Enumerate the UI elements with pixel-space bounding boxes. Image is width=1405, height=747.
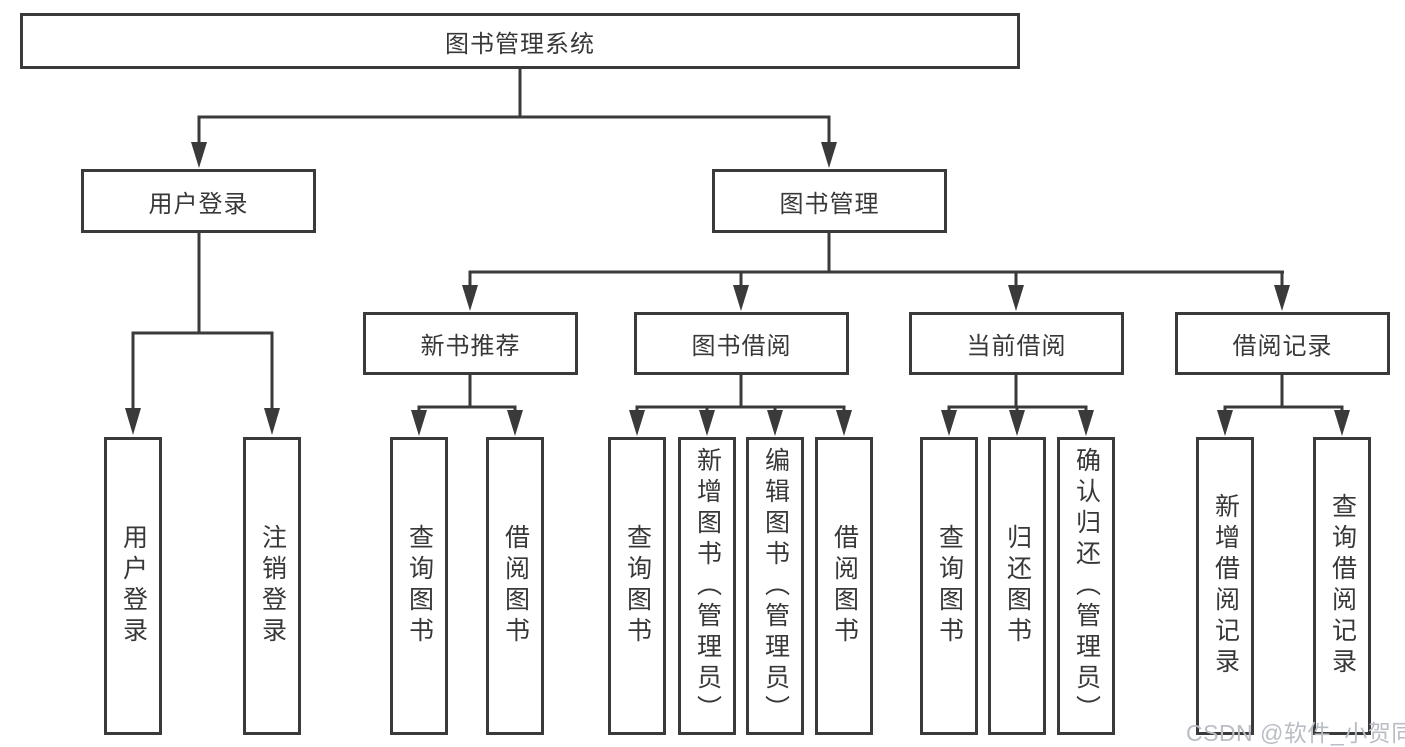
leaf-query-books-borrow: 查询图书: [608, 437, 666, 735]
leaf-label: 归还图书: [1003, 524, 1032, 648]
connector-root: [197, 69, 831, 144]
leaf-label: 确认归还（管理员）: [1072, 446, 1101, 726]
connector-new-book: [417, 375, 517, 412]
arrowheads: [125, 142, 1350, 436]
connector-user-login: [131, 233, 274, 410]
connector-borrow: [635, 375, 846, 412]
node-current-borrow: 当前借阅: [909, 312, 1124, 375]
leaf-edit-book-admin: 编辑图书（管理员）: [746, 437, 804, 735]
node-label: 图书借阅: [691, 333, 792, 360]
leaf-label: 借阅图书: [501, 524, 530, 648]
node-book-management: 图书管理: [712, 169, 947, 233]
node-label: 当前借阅: [966, 333, 1067, 360]
leaf-query-borrow-record: 查询借阅记录: [1313, 437, 1371, 735]
leaf-label: 查询图书: [405, 524, 434, 648]
leaf-label: 注销登录: [258, 524, 287, 648]
connector-records: [1223, 375, 1344, 412]
leaf-label: 借阅图书: [830, 524, 859, 648]
csdn-watermark: CSDN @软件_小贺同学: [1186, 720, 1405, 746]
leaf-return-book: 归还图书: [988, 437, 1046, 735]
leaf-query-books-newbook: 查询图书: [390, 437, 448, 735]
node-label: 图书管理系统: [445, 30, 595, 58]
node-label: 用户登录: [148, 190, 249, 218]
leaf-label: 查询图书: [623, 524, 652, 648]
node-book-borrow: 图书借阅: [634, 312, 849, 375]
node-root-library-system: 图书管理系统: [20, 13, 1020, 69]
leaf-label: 编辑图书（管理员）: [761, 446, 790, 726]
leaf-label: 用户登录: [119, 524, 148, 648]
leaf-label: 新增图书（管理员）: [693, 446, 722, 726]
leaf-confirm-return-admin: 确认归还（管理员）: [1057, 437, 1115, 735]
leaf-query-books-current: 查询图书: [920, 437, 978, 735]
leaf-logout: 注销登录: [243, 437, 301, 735]
node-label: 借阅记录: [1232, 333, 1333, 360]
leaf-label: 新增借阅记录: [1211, 493, 1240, 679]
connector-current: [947, 375, 1088, 412]
leaf-add-book-admin: 新增图书（管理员）: [678, 437, 736, 735]
node-label: 图书管理: [779, 190, 880, 218]
connector-book-mgmt: [468, 233, 1284, 287]
leaf-add-borrow-record: 新增借阅记录: [1196, 437, 1254, 735]
leaf-label: 查询借阅记录: [1328, 493, 1357, 679]
node-new-book-recommend: 新书推荐: [363, 312, 578, 375]
node-label: 新书推荐: [420, 333, 521, 360]
leaf-user-login: 用户登录: [104, 437, 162, 735]
leaf-label: 查询图书: [935, 524, 964, 648]
node-user-login: 用户登录: [81, 169, 316, 233]
leaf-borrow-books: 借阅图书: [815, 437, 873, 735]
node-borrow-records: 借阅记录: [1175, 312, 1390, 375]
leaf-borrow-books-newbook: 借阅图书: [486, 437, 544, 735]
